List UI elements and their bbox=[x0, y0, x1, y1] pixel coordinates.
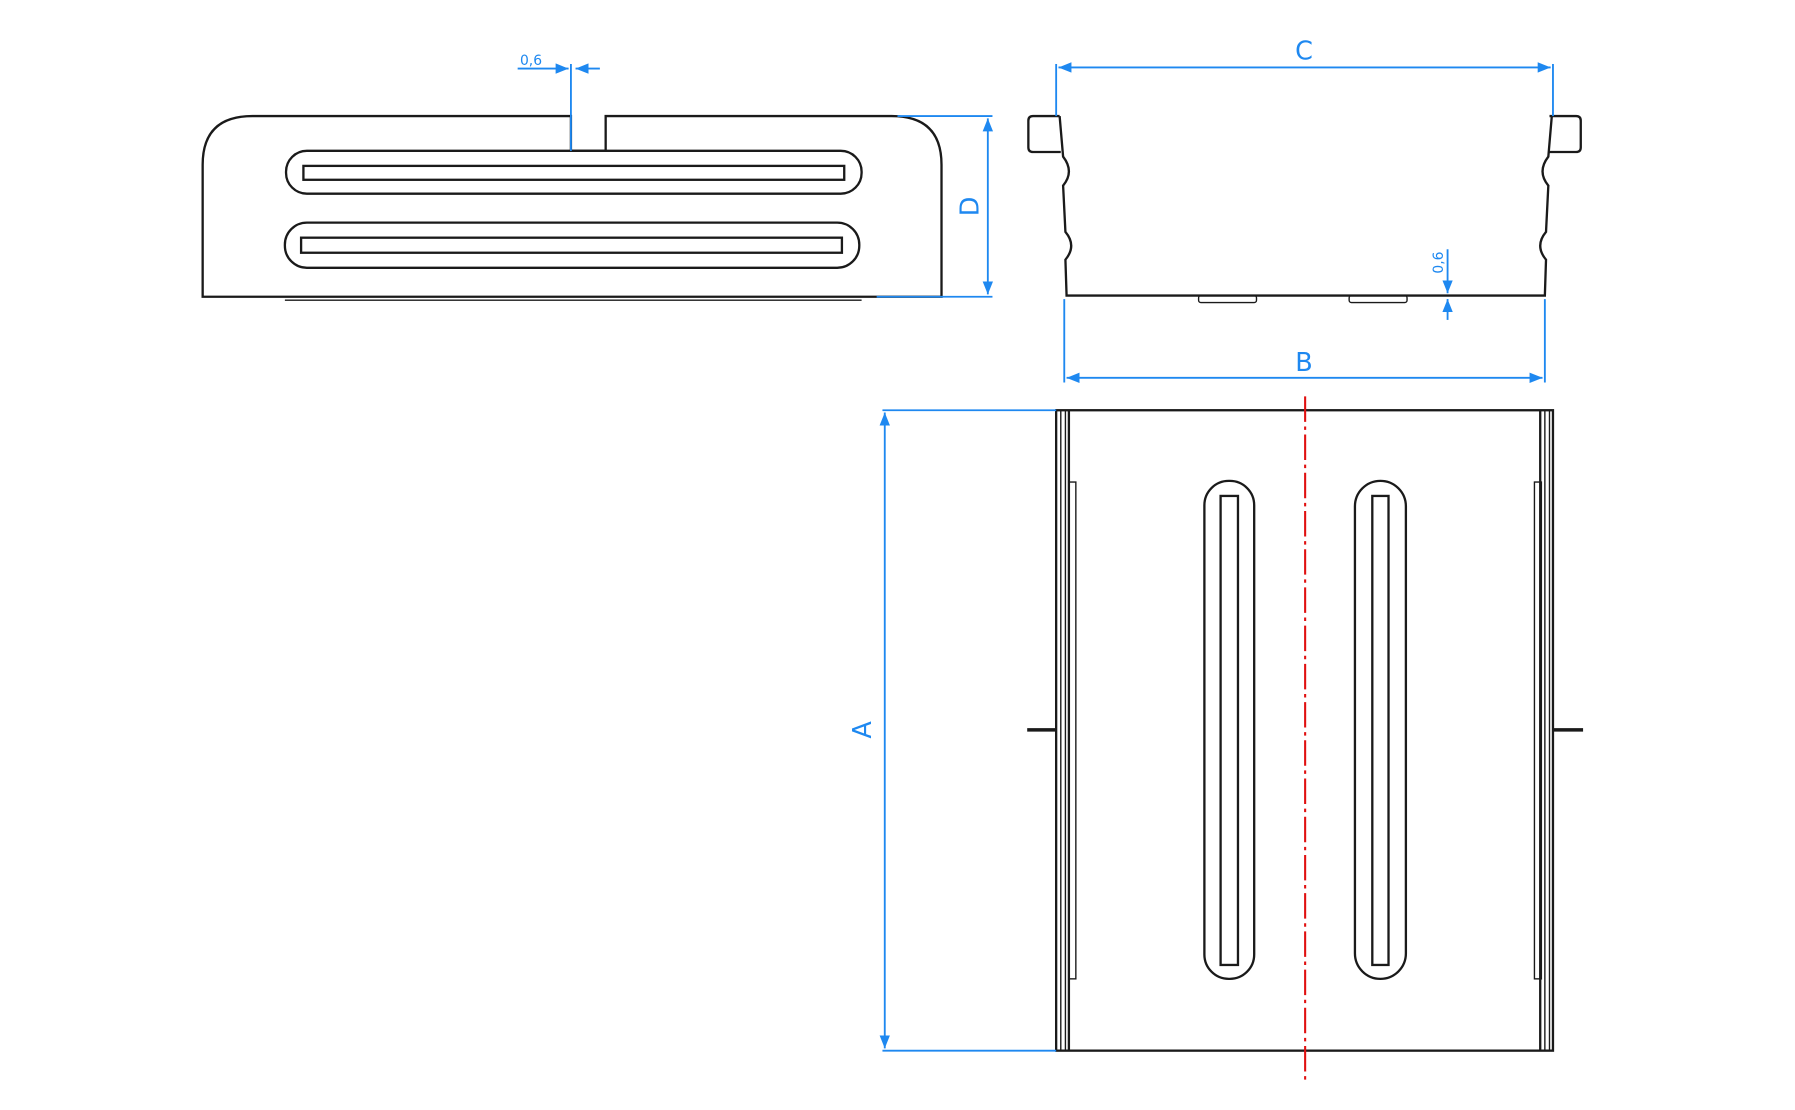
front-slot-inner-2 bbox=[299, 236, 844, 254]
dim-a-label: A bbox=[848, 721, 878, 739]
dim-b-label: B bbox=[1295, 348, 1312, 378]
top-slot-outer-2 bbox=[1353, 479, 1408, 981]
dim-d-label: D bbox=[956, 197, 986, 217]
dim-c-label: C bbox=[1295, 36, 1313, 66]
front-slot-outer-1 bbox=[284, 149, 863, 195]
side-view: C 0,6 B bbox=[1027, 36, 1582, 384]
side-right-flange bbox=[1548, 114, 1582, 154]
top-slot-inner-2 bbox=[1371, 494, 1390, 967]
side-body-outline bbox=[1058, 115, 1553, 297]
top-view: A bbox=[848, 396, 1584, 1080]
side-foot-2 bbox=[1348, 294, 1408, 304]
top-right-strip bbox=[1533, 481, 1543, 980]
front-view-outline bbox=[201, 114, 943, 298]
side-left-flange bbox=[1027, 114, 1061, 154]
front-view: 0,6 D bbox=[201, 53, 994, 301]
side-thickness-label: 0,6 bbox=[1431, 252, 1447, 274]
front-slot-outer-2 bbox=[283, 221, 861, 269]
top-slot-outer-1 bbox=[1203, 479, 1256, 981]
front-slot-inner-1 bbox=[302, 164, 846, 181]
side-foot-1 bbox=[1197, 294, 1258, 304]
top-slot-inner-1 bbox=[1219, 494, 1240, 967]
top-left-strip bbox=[1068, 481, 1077, 980]
front-thickness-label: 0,6 bbox=[520, 53, 542, 69]
